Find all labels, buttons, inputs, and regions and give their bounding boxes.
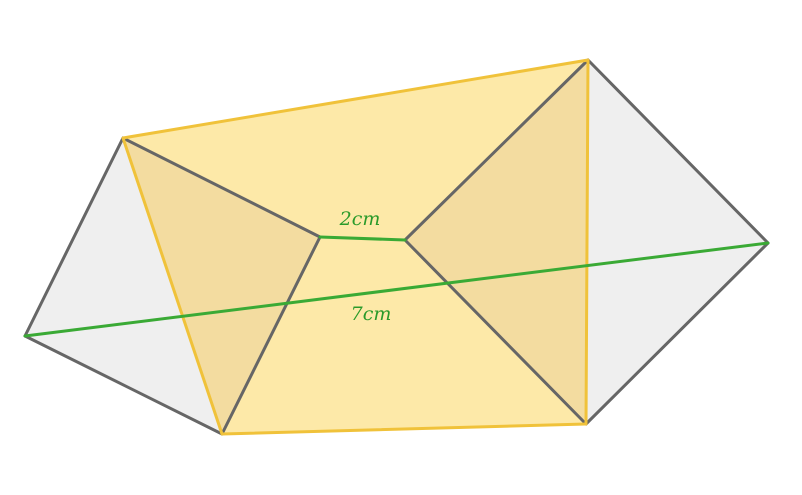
edge-left-bottom-outer: [23, 334, 224, 436]
short-measure-line: [318, 235, 407, 242]
edge-right-bottom-outer: [584, 241, 770, 426]
polyhedron-edges: [23, 58, 770, 436]
edge-left-top-outer: [23, 136, 125, 338]
long-measure-line: [23, 241, 770, 338]
right-overlap-face: [405, 60, 588, 424]
edge-right-top-outer: [586, 58, 770, 245]
edge-right-top-inner: [403, 58, 590, 242]
short-length-label: 2cm: [339, 208, 381, 230]
edge-right-bottom-inner: [403, 238, 588, 426]
edge-left-bottom-inner: [220, 235, 322, 436]
edge-left-top-inner: [121, 136, 322, 239]
right-side-face: [586, 60, 768, 424]
left-overlap-face: [123, 138, 320, 434]
long-length-label: 7cm: [351, 303, 392, 325]
cutting-plane-outline: [121, 58, 590, 436]
